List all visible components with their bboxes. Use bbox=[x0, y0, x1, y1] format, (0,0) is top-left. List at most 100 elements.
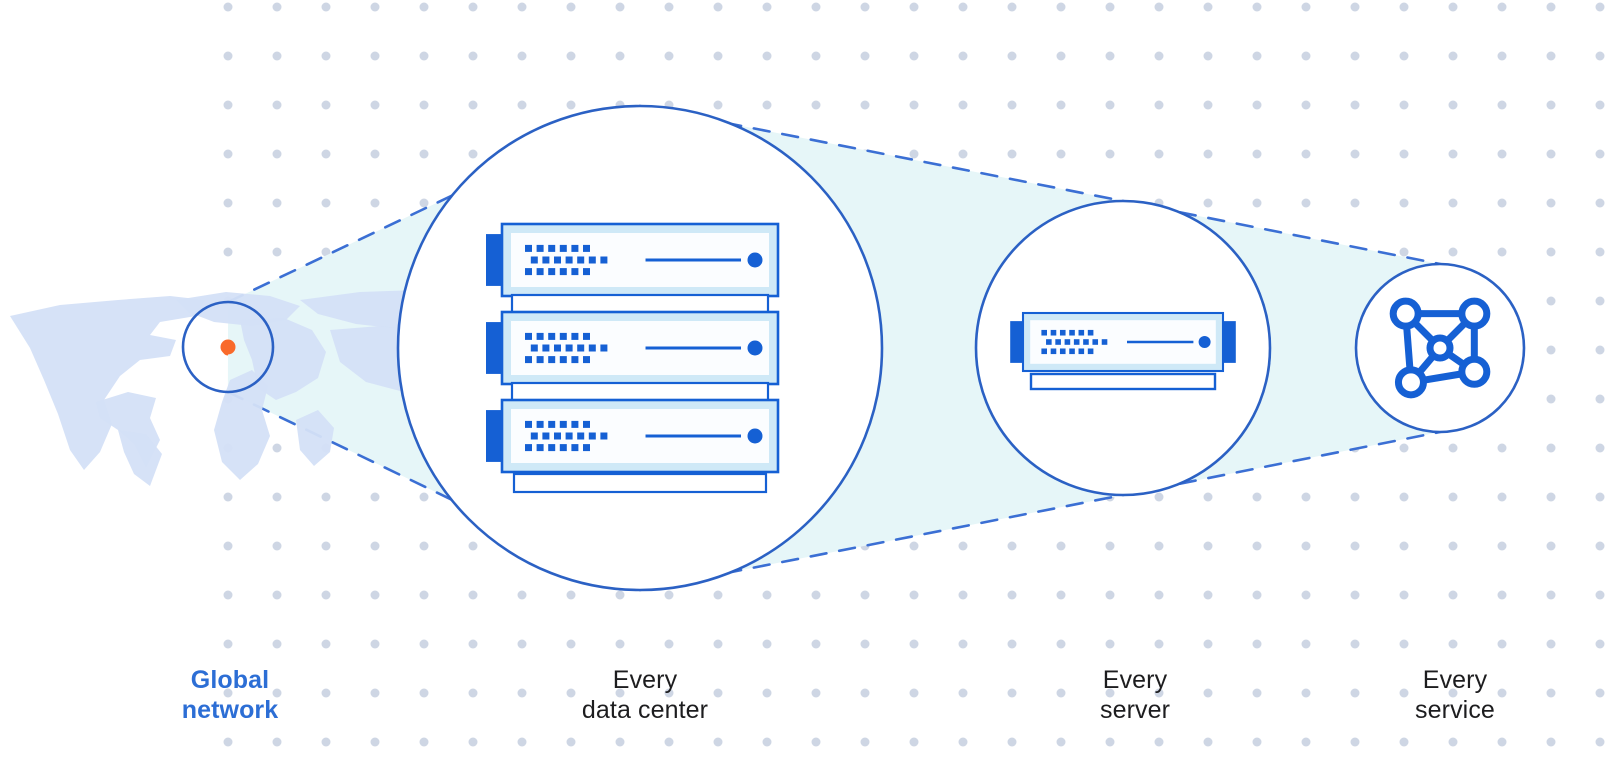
bubble-outline bbox=[974, 199, 1272, 497]
grid-dot bbox=[419, 100, 429, 110]
grid-dot bbox=[1448, 492, 1458, 502]
grid-dot bbox=[272, 688, 282, 698]
grid-dot bbox=[958, 737, 968, 747]
grid-dot bbox=[1105, 100, 1115, 110]
grid-dot bbox=[1399, 443, 1409, 453]
grid-dot bbox=[468, 2, 478, 12]
grid-dot bbox=[272, 590, 282, 600]
grid-dot bbox=[860, 639, 870, 649]
rack-spacer bbox=[510, 293, 770, 315]
server-indicator-icon bbox=[747, 340, 763, 356]
server-led bbox=[1041, 329, 1047, 336]
server-led bbox=[1087, 348, 1094, 355]
grid-dot bbox=[419, 590, 429, 600]
grid-dot bbox=[272, 2, 282, 12]
grid-dot bbox=[566, 688, 576, 698]
cone-edge-bottom bbox=[1121, 199, 1442, 266]
grid-dot bbox=[1301, 100, 1311, 110]
grid-dot bbox=[1350, 198, 1360, 208]
grid-dot bbox=[615, 2, 625, 12]
grid-dot bbox=[1497, 639, 1507, 649]
grid-dot bbox=[321, 198, 331, 208]
server-rack bbox=[486, 222, 780, 494]
grid-dot bbox=[1154, 149, 1164, 159]
grid-dot bbox=[1497, 100, 1507, 110]
grid-dot bbox=[468, 639, 478, 649]
grid-dot bbox=[370, 100, 380, 110]
map-marker-icon bbox=[220, 339, 236, 355]
grid-dot bbox=[1056, 590, 1066, 600]
server-led bbox=[542, 344, 550, 352]
grid-dot bbox=[664, 688, 674, 698]
grid-dot bbox=[1056, 688, 1066, 698]
grid-dot bbox=[1546, 2, 1556, 12]
grid-dot bbox=[370, 590, 380, 600]
rack-spacer bbox=[510, 381, 770, 403]
server-led bbox=[571, 332, 579, 340]
grid-dot bbox=[615, 639, 625, 649]
grid-dot bbox=[1105, 590, 1115, 600]
grid-dot bbox=[664, 590, 674, 600]
grid-dot bbox=[1546, 198, 1556, 208]
server-led bbox=[1050, 329, 1057, 336]
grid-dot bbox=[1056, 100, 1066, 110]
grid-dot bbox=[909, 149, 919, 159]
grid-dot bbox=[321, 100, 331, 110]
grid-dot bbox=[1595, 345, 1605, 355]
server-indicator-icon bbox=[747, 252, 763, 268]
grid-dot bbox=[517, 2, 527, 12]
grid-dot bbox=[1252, 590, 1262, 600]
grid-dot bbox=[713, 737, 723, 747]
grid-dot bbox=[1301, 2, 1311, 12]
grid-dot bbox=[1546, 590, 1556, 600]
grid-dot bbox=[1497, 51, 1507, 61]
server-led bbox=[559, 268, 567, 276]
grid-dot bbox=[1399, 149, 1409, 159]
grid-dot bbox=[1546, 737, 1556, 747]
grid-dot bbox=[419, 639, 429, 649]
grid-dot bbox=[860, 100, 870, 110]
grid-dot bbox=[1154, 590, 1164, 600]
network-node bbox=[1426, 334, 1454, 362]
grid-dot bbox=[223, 149, 233, 159]
grid-dot bbox=[1546, 639, 1556, 649]
grid-dot bbox=[321, 492, 331, 502]
grid-dot bbox=[1203, 541, 1213, 551]
grid-dot bbox=[370, 737, 380, 747]
grid-dot bbox=[1595, 590, 1605, 600]
grid-dot bbox=[1546, 541, 1556, 551]
grid-dot bbox=[1399, 590, 1409, 600]
grid-dot bbox=[321, 541, 331, 551]
grid-dot bbox=[1546, 100, 1556, 110]
server-led bbox=[583, 444, 590, 452]
grid-dot bbox=[713, 590, 723, 600]
network-graph-icon bbox=[1389, 297, 1491, 399]
grid-dot bbox=[419, 737, 429, 747]
server-led bbox=[583, 268, 590, 276]
server-led bbox=[565, 432, 573, 440]
grid-dot bbox=[223, 51, 233, 61]
grid-dot bbox=[566, 639, 576, 649]
grid-dot bbox=[762, 51, 772, 61]
grid-dot bbox=[1546, 394, 1556, 404]
grid-dot bbox=[566, 2, 576, 12]
grid-dot bbox=[1007, 590, 1017, 600]
grid-dot bbox=[1399, 737, 1409, 747]
grid-dot bbox=[419, 492, 429, 502]
server-led bbox=[1073, 339, 1080, 345]
server-led bbox=[1083, 339, 1089, 345]
map-landmass bbox=[118, 430, 162, 486]
grid-dot bbox=[909, 737, 919, 747]
server-led bbox=[525, 244, 532, 252]
grid-dot bbox=[1546, 296, 1556, 306]
server-led bbox=[1078, 329, 1085, 336]
grid-dot bbox=[713, 51, 723, 61]
grid-dot bbox=[1301, 639, 1311, 649]
grid-dot bbox=[1203, 737, 1213, 747]
grid-dot bbox=[321, 51, 331, 61]
grid-dot bbox=[762, 2, 772, 12]
grid-dot bbox=[811, 2, 821, 12]
grid-dot bbox=[1595, 198, 1605, 208]
grid-dot bbox=[1007, 541, 1017, 551]
grid-dot bbox=[1252, 737, 1262, 747]
